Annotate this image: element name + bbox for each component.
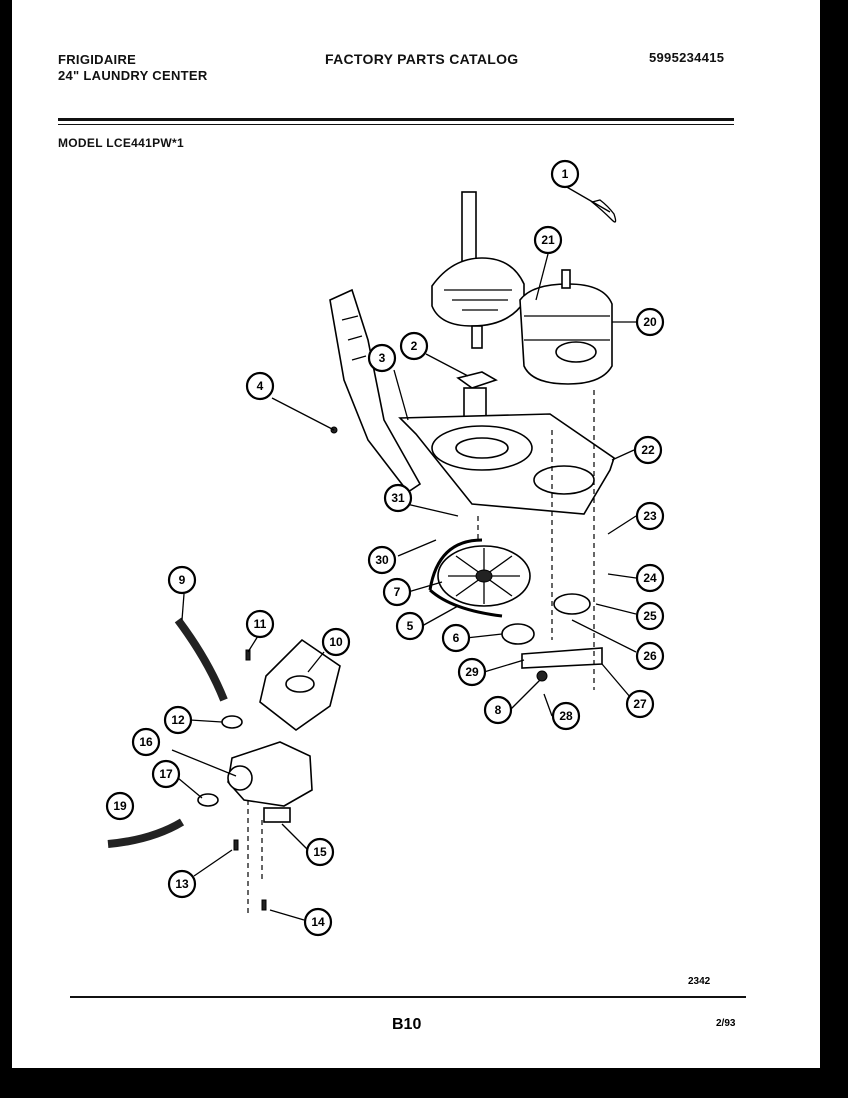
callout-label: 15 bbox=[313, 845, 327, 859]
page-label: B10 bbox=[392, 1016, 422, 1033]
revision-date: 2/93 bbox=[716, 1018, 736, 1029]
callout-3: 3 bbox=[367, 343, 397, 373]
callout-16: 16 bbox=[131, 727, 161, 757]
model-number: MODEL LCE441PW*1 bbox=[58, 136, 184, 150]
callout-25: 25 bbox=[635, 601, 665, 631]
product-line: 24" LAUNDRY CENTER bbox=[58, 68, 208, 83]
header-rule-thin bbox=[58, 124, 734, 125]
callout-13: 13 bbox=[167, 869, 197, 899]
callout-label: 11 bbox=[254, 617, 267, 631]
callout-17: 17 bbox=[151, 759, 181, 789]
callout-label: 5 bbox=[407, 619, 414, 633]
callout-label: 27 bbox=[633, 697, 647, 711]
callout-label: 4 bbox=[257, 379, 264, 393]
leader-lines bbox=[171, 185, 637, 921]
callout-label: 25 bbox=[643, 609, 657, 623]
callout-9: 9 bbox=[167, 565, 197, 595]
callout-label: 1 bbox=[562, 167, 569, 181]
callout-label: 21 bbox=[541, 233, 555, 247]
callout-11: 11 bbox=[245, 609, 275, 639]
callout-22: 22 bbox=[633, 435, 663, 465]
callout-29: 29 bbox=[457, 657, 487, 687]
callout-7: 7 bbox=[382, 577, 412, 607]
callout-5: 5 bbox=[395, 611, 425, 641]
callout-label: 20 bbox=[643, 315, 657, 329]
callout-1: 1 bbox=[550, 159, 580, 189]
callout-label: 14 bbox=[311, 915, 325, 929]
callout-label: 13 bbox=[175, 877, 189, 891]
callout-label: 7 bbox=[394, 585, 401, 599]
callout-8: 8 bbox=[483, 695, 513, 725]
callout-31: 31 bbox=[383, 483, 413, 513]
callout-label: 9 bbox=[179, 573, 186, 587]
brand-name: FRIGIDAIRE bbox=[58, 52, 137, 67]
callout-10: 10 bbox=[321, 627, 351, 657]
callout-23: 23 bbox=[635, 501, 665, 531]
catalog-title: FACTORY PARTS CATALOG bbox=[325, 51, 519, 67]
callout-label: 29 bbox=[465, 665, 479, 679]
callout-label: 28 bbox=[559, 709, 573, 723]
callout-12: 12 bbox=[163, 705, 193, 735]
catalog-part-number: 5995234415 bbox=[649, 50, 725, 65]
callout-label: 31 bbox=[391, 491, 405, 505]
callout-2: 2 bbox=[399, 331, 429, 361]
footer-rule bbox=[70, 996, 746, 998]
callout-label: 12 bbox=[171, 713, 185, 727]
callout-label: 16 bbox=[139, 735, 153, 749]
callout-15: 15 bbox=[305, 837, 335, 867]
callout-label: 22 bbox=[641, 443, 655, 457]
callout-label: 3 bbox=[379, 351, 386, 365]
callout-20: 20 bbox=[635, 307, 665, 337]
callout-6: 6 bbox=[441, 623, 471, 653]
callout-label: 10 bbox=[329, 635, 343, 649]
callout-label: 6 bbox=[453, 631, 460, 645]
callout-26: 26 bbox=[635, 641, 665, 671]
header-rule bbox=[58, 118, 734, 121]
callout-19: 19 bbox=[105, 791, 135, 821]
catalog-page: FRIGIDAIRE 24" LAUNDRY CENTER FACTORY PA… bbox=[12, 0, 820, 1068]
callout-label: 23 bbox=[643, 509, 657, 523]
callout-label: 17 bbox=[159, 767, 173, 781]
callout-28: 28 bbox=[551, 701, 581, 731]
callout-label: 8 bbox=[495, 703, 502, 717]
callout-27: 27 bbox=[625, 689, 655, 719]
callout-label: 2 bbox=[411, 339, 418, 353]
drawing-number: 2342 bbox=[688, 976, 711, 987]
callout-21: 21 bbox=[533, 225, 563, 255]
callout-24: 24 bbox=[635, 563, 665, 593]
callout-14: 14 bbox=[303, 907, 333, 937]
callout-4: 4 bbox=[245, 371, 275, 401]
callout-label: 30 bbox=[375, 553, 389, 567]
parts-drawing bbox=[107, 191, 617, 916]
exploded-parts-diagram: 1 2 3 4 5 6 7 8 9 10 11 12 13 14 15 16 1… bbox=[105, 159, 665, 937]
callout-label: 24 bbox=[643, 571, 657, 585]
callout-label: 26 bbox=[643, 649, 657, 663]
callout-30: 30 bbox=[367, 545, 397, 575]
callout-label: 19 bbox=[113, 799, 127, 813]
